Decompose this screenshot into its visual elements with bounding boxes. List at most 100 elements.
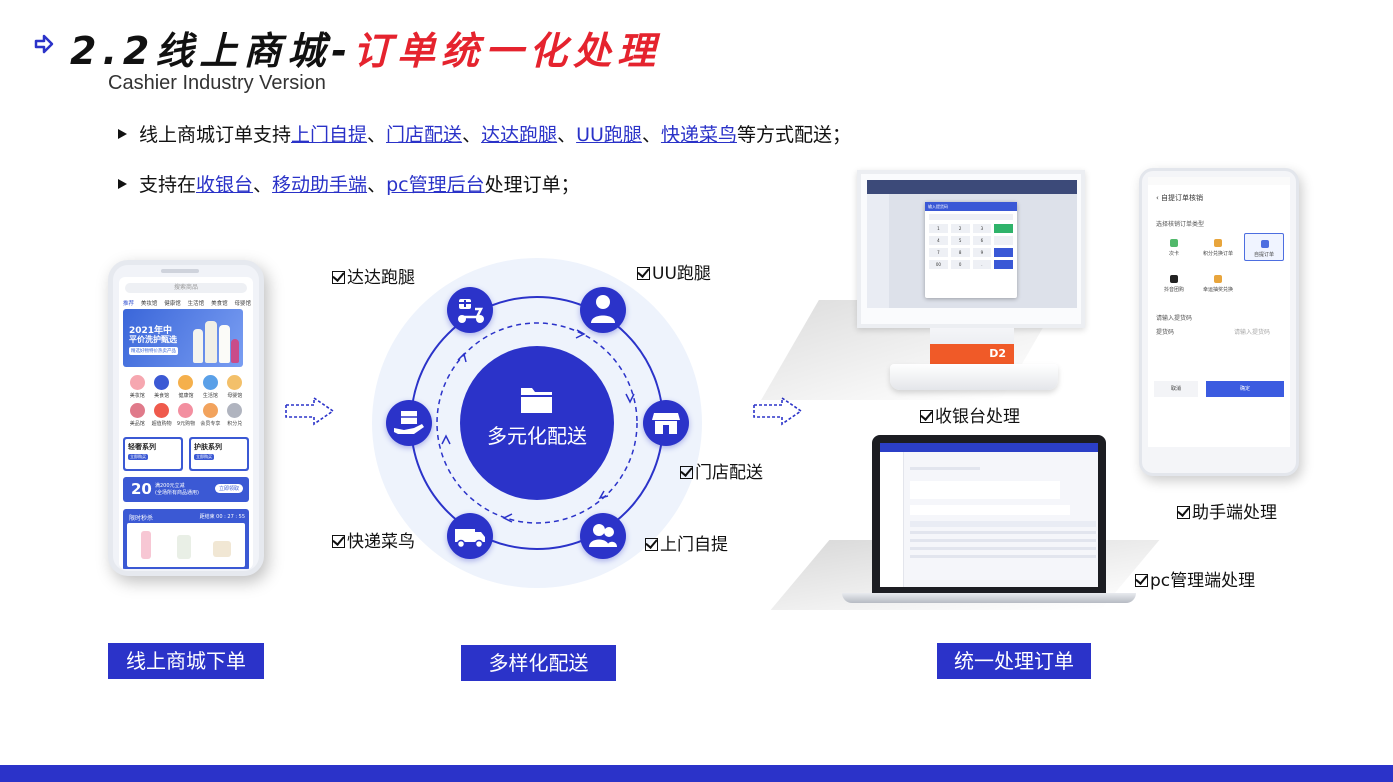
coupon-button[interactable]: 立即领取: [214, 484, 243, 493]
option-card-selected[interactable]: 自提订单: [1244, 233, 1284, 261]
option-card[interactable]: 次卡: [1154, 233, 1194, 261]
link-pc-admin[interactable]: pc管理后台: [386, 174, 485, 196]
node-box-handoff: [386, 400, 432, 446]
store-icon: [652, 413, 680, 434]
coupon-banner[interactable]: 20 满200元立减(全场所有商品通用) 立即领取: [123, 477, 249, 502]
page-title: 2.2线上商城-订单统一化处理: [70, 20, 661, 75]
tab-beauty[interactable]: 美妆馆: [140, 301, 158, 307]
flash-products: [127, 523, 245, 567]
category-grid: 美妆馆 美食馆 健康馆 生活馆 母婴馆 美品馆 超值购物 9元购物 会员专享 积…: [125, 375, 247, 427]
link-mobile-assistant[interactable]: 移动助手端: [272, 174, 368, 196]
label-express: 快递菜鸟: [332, 527, 415, 552]
step-unified-processing: 统一处理订单: [937, 643, 1091, 679]
people-icon: [589, 524, 617, 547]
handset-input-label: 提货码: [1156, 329, 1175, 336]
bottle-image: [205, 321, 217, 363]
tab-baby[interactable]: 母婴馆: [234, 301, 251, 307]
checkbox-icon: [920, 410, 933, 423]
label-handset: 助手端处理: [1177, 498, 1277, 523]
link-dada[interactable]: 达达跑腿: [481, 124, 558, 146]
category-item[interactable]: 美妆馆: [125, 375, 149, 399]
cancel-button[interactable]: 取消: [1154, 381, 1198, 397]
tab-life[interactable]: 生活馆: [187, 301, 205, 307]
label-dada: 达达跑腿: [332, 263, 415, 288]
pos-base: [890, 364, 1058, 390]
category-item[interactable]: 母婴馆: [223, 375, 247, 399]
category-item[interactable]: 超值购物: [149, 403, 173, 427]
handset-input-section: 请输入提货码: [1156, 315, 1193, 322]
bullet-triangle-icon: [118, 178, 127, 189]
separator: 、: [253, 174, 273, 196]
bullet-text: 处理订单；: [484, 174, 580, 196]
pos-brand-badge: D2: [930, 344, 1014, 366]
checkbox-icon: [645, 538, 658, 551]
node-express: [447, 513, 493, 559]
flash-sale: 限时秒杀 距结束 00 : 27 : 55: [123, 509, 249, 569]
category-item[interactable]: 会员专享: [198, 403, 222, 427]
pc-laptop: [872, 435, 1106, 593]
category-item[interactable]: 健康馆: [174, 375, 198, 399]
title-prefix: 2.2线上商城-: [70, 29, 354, 73]
checkbox-icon: [680, 466, 693, 479]
coupon-amount: 20: [131, 480, 152, 498]
separator: 、: [641, 124, 661, 146]
category-item[interactable]: 生活馆: [198, 375, 222, 399]
promo-banner[interactable]: 2021年中 平价洗护甄选 精选好物特价热卖产品: [123, 309, 243, 367]
checkbox-icon: [332, 535, 345, 548]
label-uu: UU跑腿: [637, 259, 711, 284]
node-store: [643, 400, 689, 446]
series-card[interactable]: 护肤系列立即购买: [189, 437, 249, 471]
option-card[interactable]: 抖音团购: [1154, 269, 1194, 297]
handset-section: 选择核销订单类型: [1156, 221, 1205, 228]
node-uu: [580, 287, 626, 333]
flash-timer: 距结束 00 : 27 : 55: [199, 514, 245, 520]
folder-icon: [521, 388, 552, 413]
title-arrow-icon: [34, 34, 54, 54]
mall-phone-mockup: 搜索商品 推荐 美妆馆 健康馆 生活馆 美食馆 母婴馆 2021年中 平价洗护甄…: [108, 260, 264, 576]
search-input[interactable]: 搜索商品: [125, 283, 247, 293]
separator: 、: [367, 174, 387, 196]
handset-title: ‹ 自提订单核销: [1156, 194, 1204, 202]
flower-image: [231, 339, 239, 363]
category-item[interactable]: 积分兑: [223, 403, 247, 427]
option-card[interactable]: 积分兑换订单: [1198, 233, 1238, 261]
handset-screen: ‹ 自提订单核销 选择核销订单类型 次卡 积分兑换订单 自提订单 抖音团购 幸运…: [1148, 177, 1290, 447]
category-item[interactable]: 美品馆: [125, 403, 149, 427]
tab-recommend[interactable]: 推荐: [123, 301, 135, 307]
phone-speaker: [161, 269, 199, 273]
banner-year: 2021年中: [129, 326, 173, 336]
series-card[interactable]: 轻奢系列立即购买: [123, 437, 183, 471]
confirm-button[interactable]: 确定: [1206, 381, 1284, 397]
bullet-delivery-methods: 线上商城订单支持上门自提、门店配送、达达跑腿、UU跑腿、快递菜鸟等方式配送；: [118, 120, 851, 147]
bullet-text: 等方式配送；: [736, 124, 851, 146]
scooter-icon: [458, 299, 484, 323]
step-diverse-delivery: 多样化配送: [461, 645, 616, 681]
link-pickup[interactable]: 上门自提: [291, 124, 368, 146]
step-mall-order: 线上商城下单: [108, 643, 264, 679]
separator: 、: [367, 124, 387, 146]
bullet-processing-channels: 支持在收银台、移动助手端、pc管理后台处理订单；: [118, 170, 580, 197]
bullet-text: 线上商城订单支持: [139, 124, 292, 146]
handset-device: ‹ 自提订单核销 选择核销订单类型 次卡 积分兑换订单 自提订单 抖音团购 幸运…: [1139, 168, 1299, 476]
bullet-text: 支持在: [139, 174, 197, 196]
link-store-delivery[interactable]: 门店配送: [386, 124, 463, 146]
option-card[interactable]: 幸运抽奖兑换: [1198, 269, 1238, 297]
banner-tag: 精选好物特价热卖产品: [129, 347, 178, 355]
pickup-code-input[interactable]: 请输入提货码: [1234, 329, 1271, 336]
flash-title: 限时秒杀: [129, 515, 154, 522]
link-uu[interactable]: UU跑腿: [576, 124, 642, 146]
label-pos: 收银台处理: [920, 402, 1020, 427]
category-tabs: 推荐 美妆馆 健康馆 生活馆 美食馆 母婴馆: [123, 299, 251, 307]
title-highlight: 订单统一化处理: [353, 29, 662, 73]
tab-food[interactable]: 美食馆: [211, 301, 228, 307]
node-dada: [447, 287, 493, 333]
center-label: 多元化配送: [487, 424, 587, 448]
tab-health[interactable]: 健康馆: [164, 301, 181, 307]
link-express[interactable]: 快递菜鸟: [660, 124, 737, 146]
link-cashier[interactable]: 收银台: [196, 174, 254, 196]
category-item[interactable]: 9元购物: [174, 403, 198, 427]
center-hub: 多元化配送: [460, 346, 614, 500]
category-item[interactable]: 美食馆: [149, 375, 173, 399]
separator: 、: [462, 124, 482, 146]
